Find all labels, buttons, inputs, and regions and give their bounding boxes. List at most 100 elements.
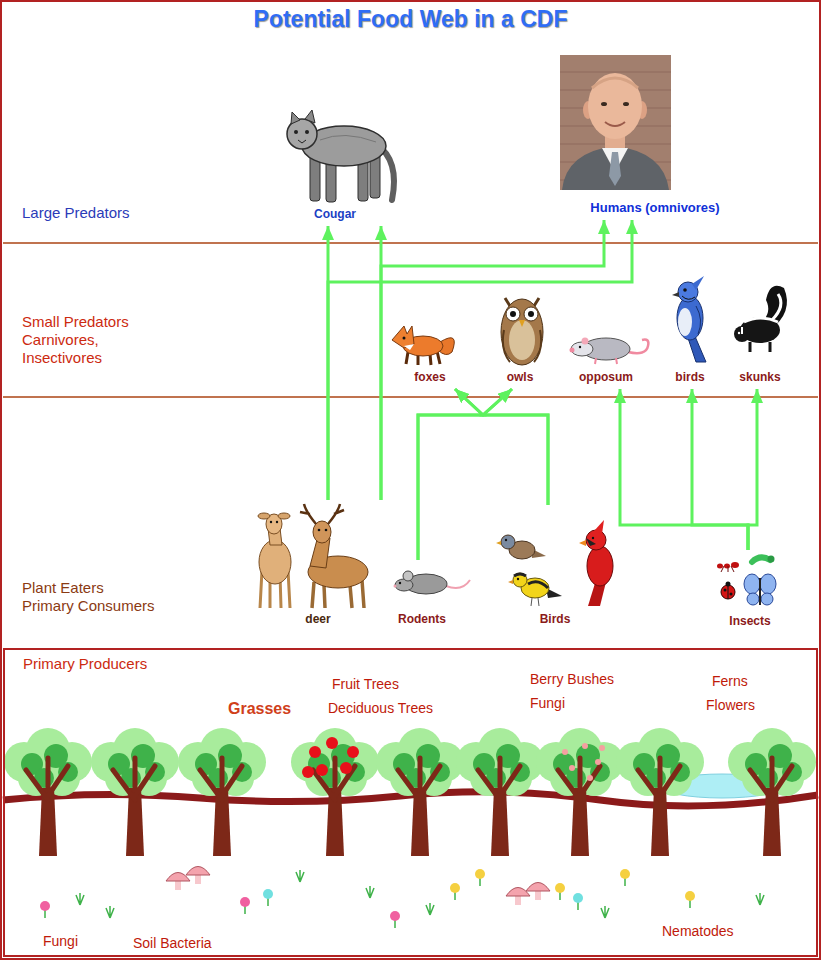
insects-figure <box>759 578 761 605</box>
owl-figure <box>528 311 534 317</box>
insects-figure <box>721 566 734 572</box>
grass-tufts <box>366 886 374 898</box>
forest-scene <box>291 728 379 856</box>
songbird-figure <box>528 582 548 588</box>
trophic-band: Small Predators Carnivores, Insectivores… <box>0 245 821 397</box>
grass-tufts <box>601 906 609 918</box>
organism-label: deer <box>305 612 330 626</box>
food-arrow <box>381 220 604 500</box>
insects-figure <box>724 589 727 592</box>
insects-figure <box>747 593 759 605</box>
organism-label: Insects <box>729 614 770 628</box>
fruit <box>316 764 328 776</box>
human-photo <box>588 73 642 139</box>
owl-figure <box>524 307 538 321</box>
berries <box>562 749 568 755</box>
forest-scene <box>178 728 266 856</box>
forest-scene <box>4 728 92 856</box>
berries <box>562 743 605 781</box>
deer-figure <box>313 521 331 543</box>
insects-figure <box>717 564 723 569</box>
songbird-figure <box>514 574 526 576</box>
deer-figure <box>278 513 290 519</box>
deer-figure <box>276 521 278 523</box>
berries <box>587 775 593 781</box>
owl-figure <box>501 299 543 365</box>
owl-figure <box>509 320 535 360</box>
food-arrow <box>620 389 748 550</box>
opossum-figure <box>571 342 593 356</box>
blue-jay-figure <box>672 292 679 297</box>
flowers <box>240 897 250 907</box>
organism-node: Cougar <box>270 95 400 226</box>
insects-figure <box>760 574 776 594</box>
blue-jay-figure <box>692 276 704 290</box>
band-divider <box>3 396 818 398</box>
owl-figure <box>501 298 543 365</box>
label-holder: Grasses <box>228 699 291 718</box>
blue-jay-figure <box>677 296 703 340</box>
blue-jay-figure <box>682 296 695 299</box>
human-photo <box>592 78 638 88</box>
blue-jay-figure <box>683 288 687 292</box>
organism-node: skunks <box>727 282 793 389</box>
title-holder: Potential Food Web in a CDF <box>0 6 821 34</box>
grass-tufts <box>106 906 114 918</box>
songbird-figure <box>587 546 613 586</box>
organism-node: Humans (omnivores) <box>555 50 755 220</box>
deer-figure <box>325 529 328 532</box>
food-arrow <box>748 389 757 550</box>
producer-label: Ferns <box>712 673 748 690</box>
insects-figure <box>731 562 739 568</box>
grass-tufts <box>756 893 764 905</box>
flowers <box>475 869 485 879</box>
organism-node: owls <box>490 288 550 389</box>
label-holder: Fruit Trees <box>332 676 399 693</box>
producer-label: Fruit Trees <box>332 676 399 693</box>
insects-figure <box>730 593 733 596</box>
flowers <box>390 911 400 921</box>
label-holder: Fungi <box>43 933 78 950</box>
label-holder: Berry Bushes <box>530 671 614 688</box>
mushrooms <box>526 883 550 892</box>
organism-label: birds <box>675 370 704 384</box>
rodent-figure <box>394 571 471 594</box>
forest-scene <box>616 728 704 856</box>
berries <box>595 759 601 765</box>
forest-scene <box>456 728 544 856</box>
grass-tufts <box>76 870 764 918</box>
organism-label: Cougar <box>314 207 356 221</box>
flowers <box>45 876 690 928</box>
organism-label: skunks <box>739 370 780 384</box>
forest-scene <box>376 728 464 856</box>
fox-figure <box>392 326 454 365</box>
flowers <box>685 891 695 901</box>
label-holder: Nematodes <box>662 923 734 940</box>
songbird-figure <box>496 541 501 545</box>
owl-figure <box>519 320 525 327</box>
food-arrow <box>455 389 548 505</box>
flowers <box>555 883 565 893</box>
fruit <box>340 762 352 774</box>
forest-scene <box>728 728 816 856</box>
producer-label: Deciduous Trees <box>328 700 433 717</box>
songbird-figure <box>586 530 606 550</box>
band-divider <box>3 242 818 244</box>
human-photo <box>623 102 629 106</box>
forest-scene <box>3 728 818 928</box>
berries <box>582 743 588 749</box>
opossum-figure <box>595 358 617 364</box>
label-holder: Flowers <box>706 697 755 714</box>
mushrooms <box>506 888 530 897</box>
insects-figure <box>744 574 760 594</box>
deer-figure <box>258 513 270 519</box>
organism-label: Humans (omnivores) <box>590 200 719 216</box>
producer-label: Soil Bacteria <box>133 935 212 952</box>
grass-tufts <box>296 870 304 882</box>
deer-figure <box>270 521 272 523</box>
cougar-figure <box>287 110 394 202</box>
flowers <box>450 883 460 893</box>
